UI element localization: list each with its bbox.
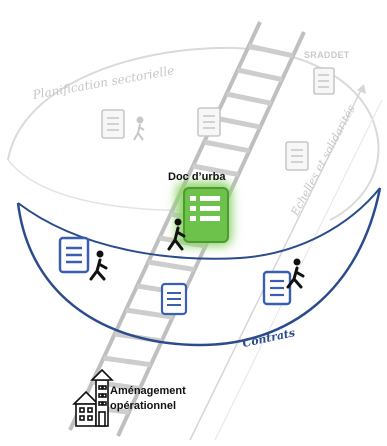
amenagement-label-line1: Aménagement bbox=[110, 385, 186, 397]
planification-arc-lower bbox=[7, 159, 201, 211]
ladder-rung bbox=[147, 259, 195, 273]
ladder-rail-left bbox=[68, 21, 262, 431]
amenagement-label-line2: opérationnel bbox=[110, 400, 177, 412]
walking-person-icon-faded-1 bbox=[133, 116, 145, 141]
echelles-arrow-head bbox=[357, 84, 366, 94]
ladder-rung bbox=[225, 91, 272, 106]
ladder-rung bbox=[248, 43, 294, 59]
document-icon-blue-right bbox=[262, 270, 292, 306]
walking-person-icon-right bbox=[286, 258, 305, 289]
amenagement-label: Aménagement opérationnel bbox=[110, 384, 186, 414]
document-icon-blue-left bbox=[58, 236, 90, 274]
document-icon-faded-1 bbox=[101, 109, 125, 139]
walking-person-icon-left bbox=[89, 250, 108, 281]
contrats-arc-inner bbox=[17, 187, 381, 260]
ladder-rung bbox=[125, 307, 174, 320]
ladder-rung bbox=[103, 355, 152, 368]
ladder-rung bbox=[237, 67, 283, 82]
echelles-arrow-line-2 bbox=[214, 99, 383, 441]
document-icon-faded-2 bbox=[197, 107, 221, 137]
walking-person-icon-doc-urba bbox=[167, 218, 186, 251]
contrats-arc bbox=[16, 187, 382, 347]
ladder-rung bbox=[192, 163, 239, 178]
echelles-arrow-line bbox=[189, 87, 363, 441]
ladder-rung bbox=[203, 139, 250, 154]
doc-urba-label: Doc d’urba bbox=[168, 171, 226, 183]
document-icon-faded-3 bbox=[285, 141, 309, 171]
apartment-building-icon bbox=[72, 368, 114, 427]
document-icon-sraddet bbox=[313, 67, 335, 95]
ladder-rung bbox=[214, 115, 261, 130]
document-icon-doc-urba bbox=[183, 187, 229, 243]
document-icon-blue-center bbox=[160, 282, 188, 316]
sraddet-label: SRADDET bbox=[304, 50, 350, 60]
